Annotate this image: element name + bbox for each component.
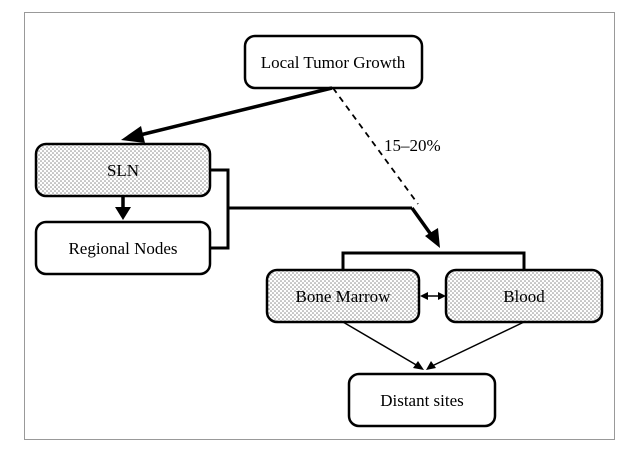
edge-tumor-to-sln xyxy=(121,86,333,143)
node-regional-nodes: Regional Nodes xyxy=(34,220,212,276)
nodes-bracket xyxy=(210,168,440,250)
edge-sln-to-regional xyxy=(115,196,131,220)
edge-bone-marrow-blood-bidirectional xyxy=(420,292,446,300)
node-label-blood: Blood xyxy=(503,287,545,306)
node-distant-sites: Distant sites xyxy=(347,372,497,428)
node-label-regional-nodes: Regional Nodes xyxy=(68,239,177,258)
edge-blood-to-distant xyxy=(426,321,525,370)
edge-label-direct-spread: 15–20% xyxy=(384,136,441,155)
edge-bone-marrow-to-distant xyxy=(342,321,424,370)
node-label-bone-marrow: Bone Marrow xyxy=(296,287,392,306)
node-label-distant-sites: Distant sites xyxy=(380,391,464,410)
node-sln: SLN xyxy=(34,142,212,198)
node-label-local-tumor-growth: Local Tumor Growth xyxy=(261,53,406,72)
node-local-tumor-growth: Local Tumor Growth xyxy=(243,34,424,90)
distant-bracket xyxy=(341,251,526,270)
edge-tumor-to-distant-dashed xyxy=(332,87,419,205)
node-label-sln: SLN xyxy=(107,161,139,180)
figure-border xyxy=(24,12,615,440)
